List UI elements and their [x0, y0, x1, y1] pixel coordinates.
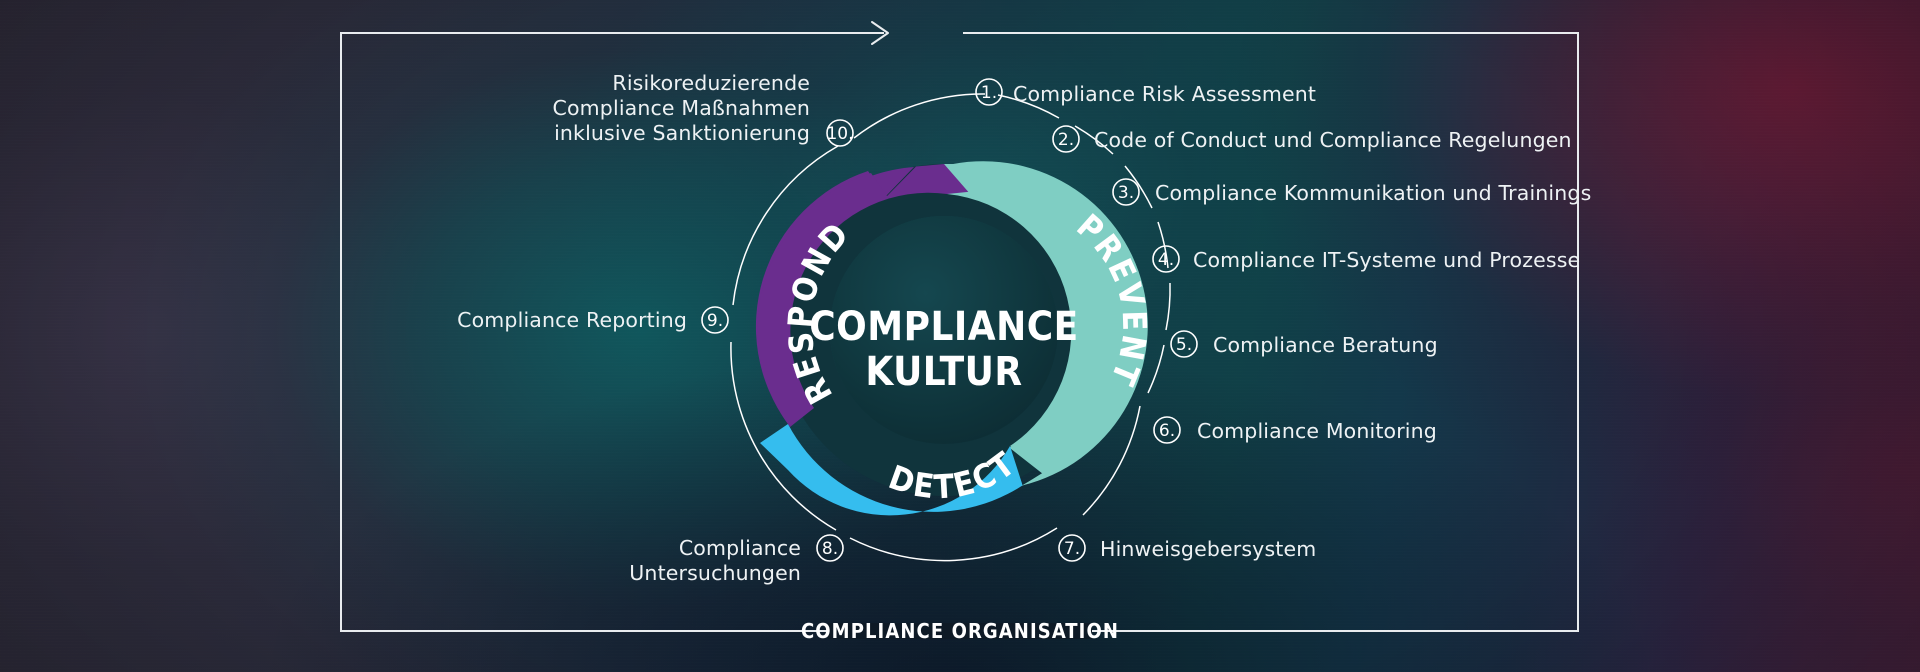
step-marker-6[interactable]: 6.: [1153, 416, 1181, 444]
step-label-6: Compliance Monitoring: [1197, 419, 1437, 443]
step-marker-4[interactable]: 4.: [1152, 245, 1180, 273]
footer-label: COMPLIANCE ORGANISATION: [801, 619, 1119, 643]
segment-respond: [755, 164, 969, 427]
step-markers: 1. 2. 3. 4. 5. 6.: [701, 78, 1198, 562]
segment-prevent: [944, 161, 1148, 487]
center-title: COMPLIANCE KULTUR: [809, 304, 1078, 395]
step-marker-10[interactable]: 10.: [826, 119, 854, 147]
step-marker-7[interactable]: 7.: [1058, 534, 1086, 562]
step-marker-2[interactable]: 2.: [1052, 125, 1080, 153]
step-label-1: Compliance Risk Assessment: [1013, 82, 1316, 106]
step-marker-9[interactable]: 9.: [701, 306, 729, 334]
center-title-line1: COMPLIANCE: [809, 304, 1078, 350]
step-number-8: 8.: [822, 539, 838, 559]
segment-detect: [760, 424, 1023, 516]
compliance-cycle-ring: PREVENT DETECT RESPOND: [755, 161, 1152, 516]
step-marker-3[interactable]: 3.: [1112, 178, 1140, 206]
step-label-10-line1: Risikoreduzierende: [612, 71, 810, 95]
step-labels: Compliance Risk Assessment Code of Condu…: [457, 71, 1591, 585]
step-marker-8[interactable]: 8.: [816, 534, 844, 562]
step-label-4: Compliance IT-Systeme und Prozesse: [1193, 248, 1580, 272]
step-label-2: Code of Conduct und Compliance Regelunge…: [1094, 128, 1572, 152]
step-number-1: 1.: [981, 83, 997, 103]
step-label-8-line2: Untersuchungen: [629, 561, 801, 585]
center-title-line2: KULTUR: [865, 349, 1022, 395]
step-marker-5[interactable]: 5.: [1170, 330, 1198, 358]
step-number-2: 2.: [1058, 130, 1074, 150]
step-number-3: 3.: [1118, 183, 1134, 203]
step-label-7: Hinweisgebersystem: [1100, 537, 1316, 561]
step-number-10: 10.: [826, 124, 853, 144]
step-number-4: 4.: [1158, 250, 1174, 270]
step-label-5: Compliance Beratung: [1213, 333, 1438, 357]
step-number-9: 9.: [707, 311, 723, 331]
step-label-8-line1: Compliance: [679, 536, 801, 560]
leader-lines: [730, 93, 1171, 562]
step-label-10-line3: inklusive Sanktionierung: [554, 121, 810, 145]
ring-inner-shade: [830, 216, 1058, 444]
step-number-7: 7.: [1064, 539, 1080, 559]
step-label-3: Compliance Kommunikation und Trainings: [1155, 181, 1591, 205]
footer-label-group: COMPLIANCE ORGANISATION: [750, 619, 1170, 643]
step-number-5: 5.: [1176, 335, 1192, 355]
step-label-10-line2: Compliance Maßnahmen: [553, 96, 810, 120]
step-number-6: 6.: [1159, 421, 1175, 441]
step-marker-1[interactable]: 1.: [975, 78, 1003, 106]
step-label-9: Compliance Reporting: [457, 308, 687, 332]
